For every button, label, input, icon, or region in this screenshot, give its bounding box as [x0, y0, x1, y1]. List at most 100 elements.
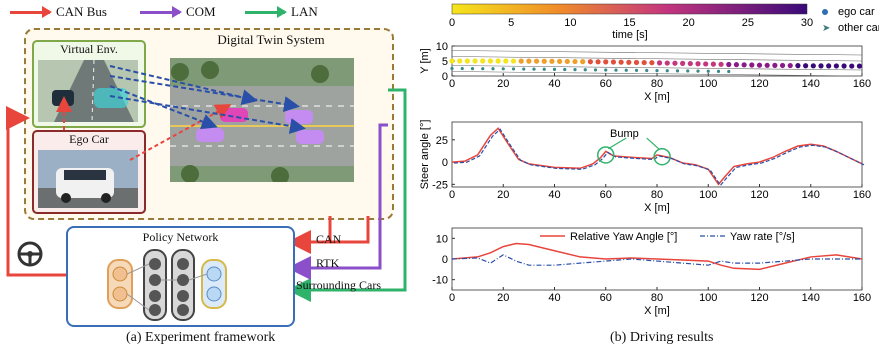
ego-car-image — [38, 150, 138, 208]
other-car-point — [716, 69, 721, 73]
y-tick-label: 0 — [442, 254, 448, 266]
x-tick-label: 80 — [651, 292, 663, 304]
legend-lan: LAN — [245, 4, 318, 20]
ego-car-point — [841, 63, 847, 69]
ego-car-point — [718, 61, 724, 67]
ego-car-point — [618, 59, 624, 65]
ego-car-point — [633, 59, 640, 66]
other-car-point — [542, 67, 546, 71]
ego-car-point — [603, 59, 609, 65]
ego-car-point — [580, 59, 586, 65]
y-tick-label: 5 — [442, 56, 448, 68]
other-car-point — [634, 68, 639, 72]
x-tick-label: 0 — [449, 292, 455, 304]
legend-can-bus: CAN Bus — [10, 4, 107, 20]
ego-car-point — [457, 58, 463, 64]
x-tick-label: 100 — [699, 292, 717, 304]
x-tick-label: 20 — [497, 292, 509, 304]
ego-car-point — [787, 62, 793, 69]
other-car-point — [491, 67, 495, 71]
ego-car-point — [856, 63, 863, 69]
ego-car-legend-marker — [822, 9, 828, 15]
colorbar-tick-label: 30 — [801, 17, 813, 29]
ego-car-point — [779, 62, 786, 69]
x-tick-label: 40 — [548, 189, 560, 201]
ego-car-point — [803, 63, 809, 69]
x-tick-label: 60 — [600, 189, 612, 201]
digital-twin-title: Digital Twin System — [217, 32, 325, 47]
y-tick-label: 10 — [436, 41, 448, 53]
ego-car-point — [733, 62, 740, 68]
other-car-point — [532, 67, 536, 71]
ego-car-point — [510, 58, 517, 64]
other-car-point — [552, 67, 557, 71]
x-tick-label: 120 — [750, 292, 768, 304]
ego-car-point — [680, 60, 686, 66]
colorbar-tick-label: 5 — [508, 17, 514, 29]
ego-car-point — [518, 58, 524, 64]
ego-car-point — [672, 60, 678, 66]
ego-car-point — [756, 62, 763, 68]
ego-car-point — [480, 58, 486, 64]
x-tick-label: 140 — [802, 78, 820, 90]
x-tick-label: 60 — [600, 78, 612, 90]
other-car-point — [645, 68, 649, 73]
y-tick-label: 25 — [436, 135, 448, 147]
ego-car-point — [541, 58, 547, 64]
other-car-point — [573, 68, 577, 72]
ego-car-legend-label: ego car — [838, 6, 875, 18]
y-tick-label: 10 — [436, 233, 448, 245]
other-car-point — [511, 67, 516, 71]
x-tick-label: 160 — [853, 292, 871, 304]
other-car-point — [460, 66, 464, 71]
ego-car-point — [595, 59, 601, 65]
x-tick-label: 60 — [600, 292, 612, 304]
x-tick-label: 80 — [651, 189, 663, 201]
legend-com: COM — [140, 4, 216, 20]
ego-car-point — [464, 58, 470, 64]
other-car-point — [604, 68, 608, 72]
other-car-point — [727, 69, 731, 74]
x-tick-label: 80 — [651, 78, 663, 90]
ego-car-point — [626, 59, 632, 65]
legend-lan-label: LAN — [291, 4, 318, 19]
red-arrow-icon — [10, 5, 52, 18]
ego-car-point — [849, 63, 855, 69]
x-axis-label: X [m] — [644, 91, 670, 103]
green-arrow-icon — [245, 5, 287, 18]
ego-car-point — [695, 61, 701, 67]
bump-circle — [653, 147, 671, 166]
other-car-point — [624, 68, 628, 72]
ego-car-point — [495, 58, 501, 64]
other-car-point — [450, 66, 454, 71]
x-tick-label: 140 — [802, 292, 820, 304]
x-tick-label: 20 — [497, 78, 509, 90]
other-car-point — [655, 69, 659, 73]
bump-label: Bump — [610, 128, 639, 140]
colorbar-tick-label: 20 — [683, 17, 695, 29]
other-car-point — [593, 68, 598, 72]
x-axis-label: X [m] — [644, 202, 670, 214]
ego-car-point — [649, 60, 655, 66]
ego-car-point — [557, 58, 563, 64]
input-can-label: CAN — [316, 232, 342, 246]
other-car-point — [470, 67, 475, 71]
ego-car-point — [610, 59, 617, 65]
lane-line — [451, 56, 863, 62]
y-tick-label: -10 — [432, 275, 448, 287]
bump-arrow — [646, 137, 660, 151]
ego-car-point — [749, 62, 755, 68]
other-car-point — [522, 67, 526, 71]
x-tick-label: 40 — [548, 78, 560, 90]
x-tick-label: 0 — [449, 78, 455, 90]
other-car-point — [563, 67, 567, 72]
ego-car-point — [549, 58, 555, 64]
ego-car-point — [818, 63, 824, 69]
framework-arrows — [6, 65, 407, 302]
ego-car-point — [795, 63, 801, 69]
bump-circle — [597, 146, 615, 164]
ego-car-point — [703, 61, 709, 67]
legend-com-label: COM — [186, 4, 216, 19]
other-car-point — [686, 69, 690, 73]
